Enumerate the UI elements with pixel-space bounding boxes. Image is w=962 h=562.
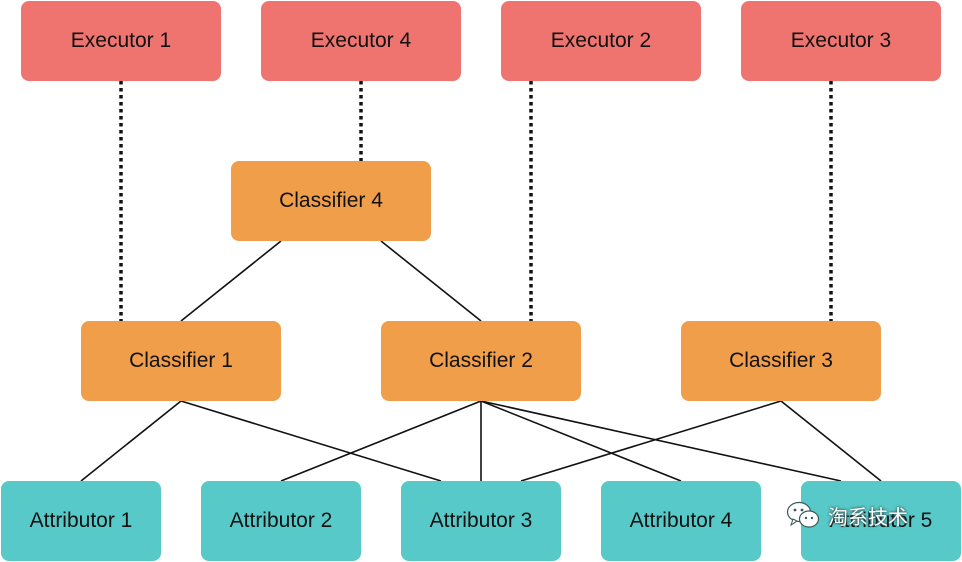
watermark: 淘系技术: [786, 500, 908, 530]
attributor-5-node: Attributor 5: [801, 481, 961, 561]
link-classifier-1-attributor-3: [180, 400, 442, 482]
link-classifier-3-attributor-3: [520, 400, 782, 482]
wechat-icon: [786, 501, 820, 528]
executor-4-node: Executor 4: [261, 1, 461, 81]
link-classifier-2-attributor-4: [480, 400, 682, 482]
link-classifier-2-attributor-5: [480, 400, 842, 482]
classifier-2-node: Classifier 2: [381, 321, 581, 401]
executor-1-node: Executor 1: [21, 1, 221, 81]
classifier-3-node: Classifier 3: [681, 321, 881, 401]
link-classifier-4-classifier-1: [180, 240, 282, 322]
classifier-4-node: Classifier 4: [231, 161, 431, 241]
attributor-4-node: Attributor 4: [601, 481, 761, 561]
link-classifier-3-attributor-5: [780, 400, 882, 482]
executor-2-node: Executor 2: [501, 1, 701, 81]
link-classifier-4-classifier-2: [380, 240, 482, 322]
watermark-text: 淘系技术: [828, 504, 908, 529]
classifier-1-node: Classifier 1: [81, 321, 281, 401]
attributor-2-node: Attributor 2: [201, 481, 361, 561]
attributor-3-node: Attributor 3: [401, 481, 561, 561]
executor-3-node: Executor 3: [741, 1, 941, 81]
link-classifier-1-attributor-1: [80, 400, 182, 482]
attributor-1-node: Attributor 1: [1, 481, 161, 561]
link-classifier-2-attributor-2: [280, 400, 482, 482]
